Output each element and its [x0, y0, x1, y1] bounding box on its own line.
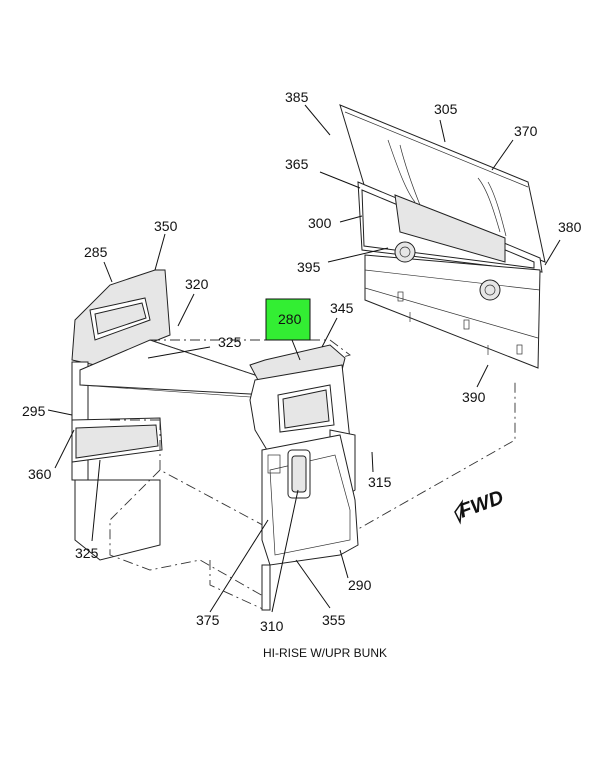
callout-365: 365 [285, 156, 309, 172]
callout-290: 290 [348, 577, 372, 593]
left-side-wall [71, 269, 171, 561]
callout-280-highlight [265, 298, 311, 341]
direction-label: FWD [456, 486, 506, 522]
rear-top-panel [339, 104, 546, 263]
rear-wall-assembly [339, 104, 546, 369]
right-front-assembly [249, 344, 359, 611]
callout-310: 310 [260, 618, 284, 634]
callout-295: 295 [22, 403, 46, 419]
callout-300: 300 [308, 215, 332, 231]
callout-labels: 385 305 370 365 300 380 395 390 350 285 … [22, 89, 582, 634]
callout-395: 395 [297, 259, 321, 275]
callout-320: 320 [185, 276, 209, 292]
leader-lines [47, 104, 561, 613]
diagram-caption: HI-RISE W/UPR BUNK [263, 646, 387, 660]
front-lower-panel [261, 434, 359, 566]
callout-375: 375 [196, 612, 220, 628]
callout-325-lower: 325 [75, 545, 99, 561]
callout-325-upper: 325 [218, 334, 242, 350]
callout-315: 315 [368, 474, 392, 490]
callout-390: 390 [462, 389, 486, 405]
callout-345: 345 [330, 300, 354, 316]
callout-385: 385 [285, 89, 309, 105]
rear-vent-left [394, 241, 416, 263]
callout-285: 285 [84, 244, 108, 260]
callout-370: 370 [514, 123, 538, 139]
rear-window [394, 194, 506, 263]
callout-280: 280 [278, 311, 302, 327]
rear-lower-cabinet [364, 254, 541, 369]
callout-355: 355 [322, 612, 346, 628]
forward-arrow-icon [454, 499, 464, 525]
callout-360: 360 [28, 466, 52, 482]
forward-direction-indicator: FWD [454, 486, 507, 525]
callout-305: 305 [434, 101, 458, 117]
callout-350: 350 [154, 218, 178, 234]
rear-vent-right [479, 279, 501, 301]
callout-380: 380 [558, 219, 582, 235]
